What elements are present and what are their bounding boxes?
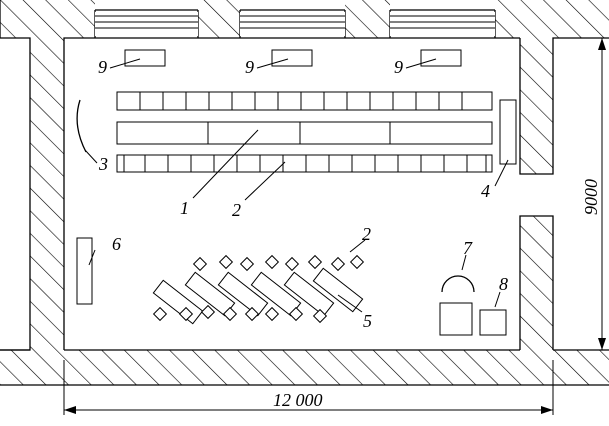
label-basin: 8 (499, 274, 508, 294)
shelf (76, 237, 93, 305)
blackboard (499, 99, 517, 165)
label-lamp-c: 9 (394, 57, 403, 77)
walls (0, 0, 609, 385)
label-lamp-a: 9 (98, 57, 107, 77)
workbench-group (152, 254, 365, 325)
label-lamp-b: 9 (245, 57, 254, 77)
label-desk-b: 2 (362, 224, 371, 244)
label-blackboard: 4 (481, 181, 490, 201)
windows (95, 12, 495, 36)
basin (479, 309, 507, 336)
sink (439, 275, 475, 336)
label-wall-cabinet: 5 (363, 311, 372, 331)
long-table (116, 121, 493, 145)
width-dimension-label: 12 000 (273, 390, 323, 410)
desk-row-top (116, 91, 493, 111)
leader-lines (84, 129, 509, 313)
label-sink: 7 (463, 238, 473, 258)
label-table: 1 (180, 198, 189, 218)
corner-board (76, 99, 87, 153)
label-desk-a: 2 (232, 200, 241, 220)
label-board: 3 (98, 154, 108, 174)
dimensions (63, 37, 609, 415)
desk-row-bottom (116, 154, 493, 173)
height-dimension-label: 9000 (581, 179, 601, 215)
label-shelf: 6 (112, 234, 121, 254)
lamps (109, 49, 462, 69)
